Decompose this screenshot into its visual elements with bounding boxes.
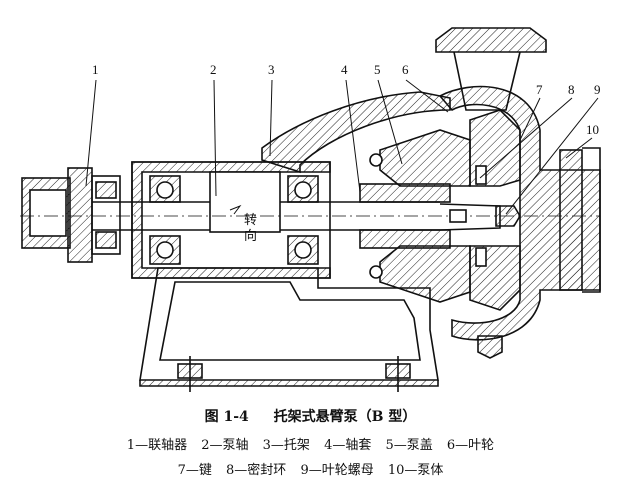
figure-title: 托架式悬臂泵（B 型） [273,409,417,425]
shaft-sleeve-and-cover [359,129,471,303]
legend-item-4: 4—轴套 [324,438,372,453]
callout-9: 9 [594,82,601,97]
legend-item-1: 1—联轴器 [126,438,188,453]
legend-item-5: 5—泵盖 [385,438,433,453]
legend-item-2: 2—泵轴 [201,438,249,453]
callout-leaders [85,79,599,215]
legend-item-3: 3—托架 [262,438,310,453]
impeller-nut-seal-key [449,165,521,267]
legend-row-2: 7—键 8—密封环 9—叶轮螺母 10—泵体 [0,459,621,478]
pump-cross-section-drawing: 转 向 1 2 3 4 5 6 7 8 9 10 [20,27,601,392]
callout-1: 1 [92,62,99,77]
legend-item-8: 8—密封环 [226,463,287,478]
rotation-label-2: 向 [244,228,257,243]
rotation-label-1: 转 [244,212,257,227]
bracket-base [139,267,439,392]
callout-3: 3 [268,62,275,77]
legend-item-6: 6—叶轮 [446,438,495,453]
callout-2: 2 [210,62,217,77]
legend-item-7: 7—键 [177,463,212,478]
legend-row-1: 1—联轴器 2—泵轴 3—托架 4—轴套 5—泵盖 6—叶轮 [0,434,621,453]
callout-7: 7 [536,82,543,97]
callout-4: 4 [341,62,348,77]
figure-number: 图 1-4 [204,409,249,425]
pump-casing [435,27,601,359]
callout-8: 8 [568,82,575,97]
callout-6: 6 [402,62,409,77]
rotation-arrow [229,204,242,215]
legend-item-9: 9—叶轮螺母 [300,463,374,478]
legend-item-10: 10—泵体 [387,463,444,478]
coupling [21,167,121,263]
callout-5: 5 [374,62,381,77]
figure-caption: 图 1-4 托架式悬臂泵（B 型） [0,406,621,426]
callout-10: 10 [586,122,599,137]
